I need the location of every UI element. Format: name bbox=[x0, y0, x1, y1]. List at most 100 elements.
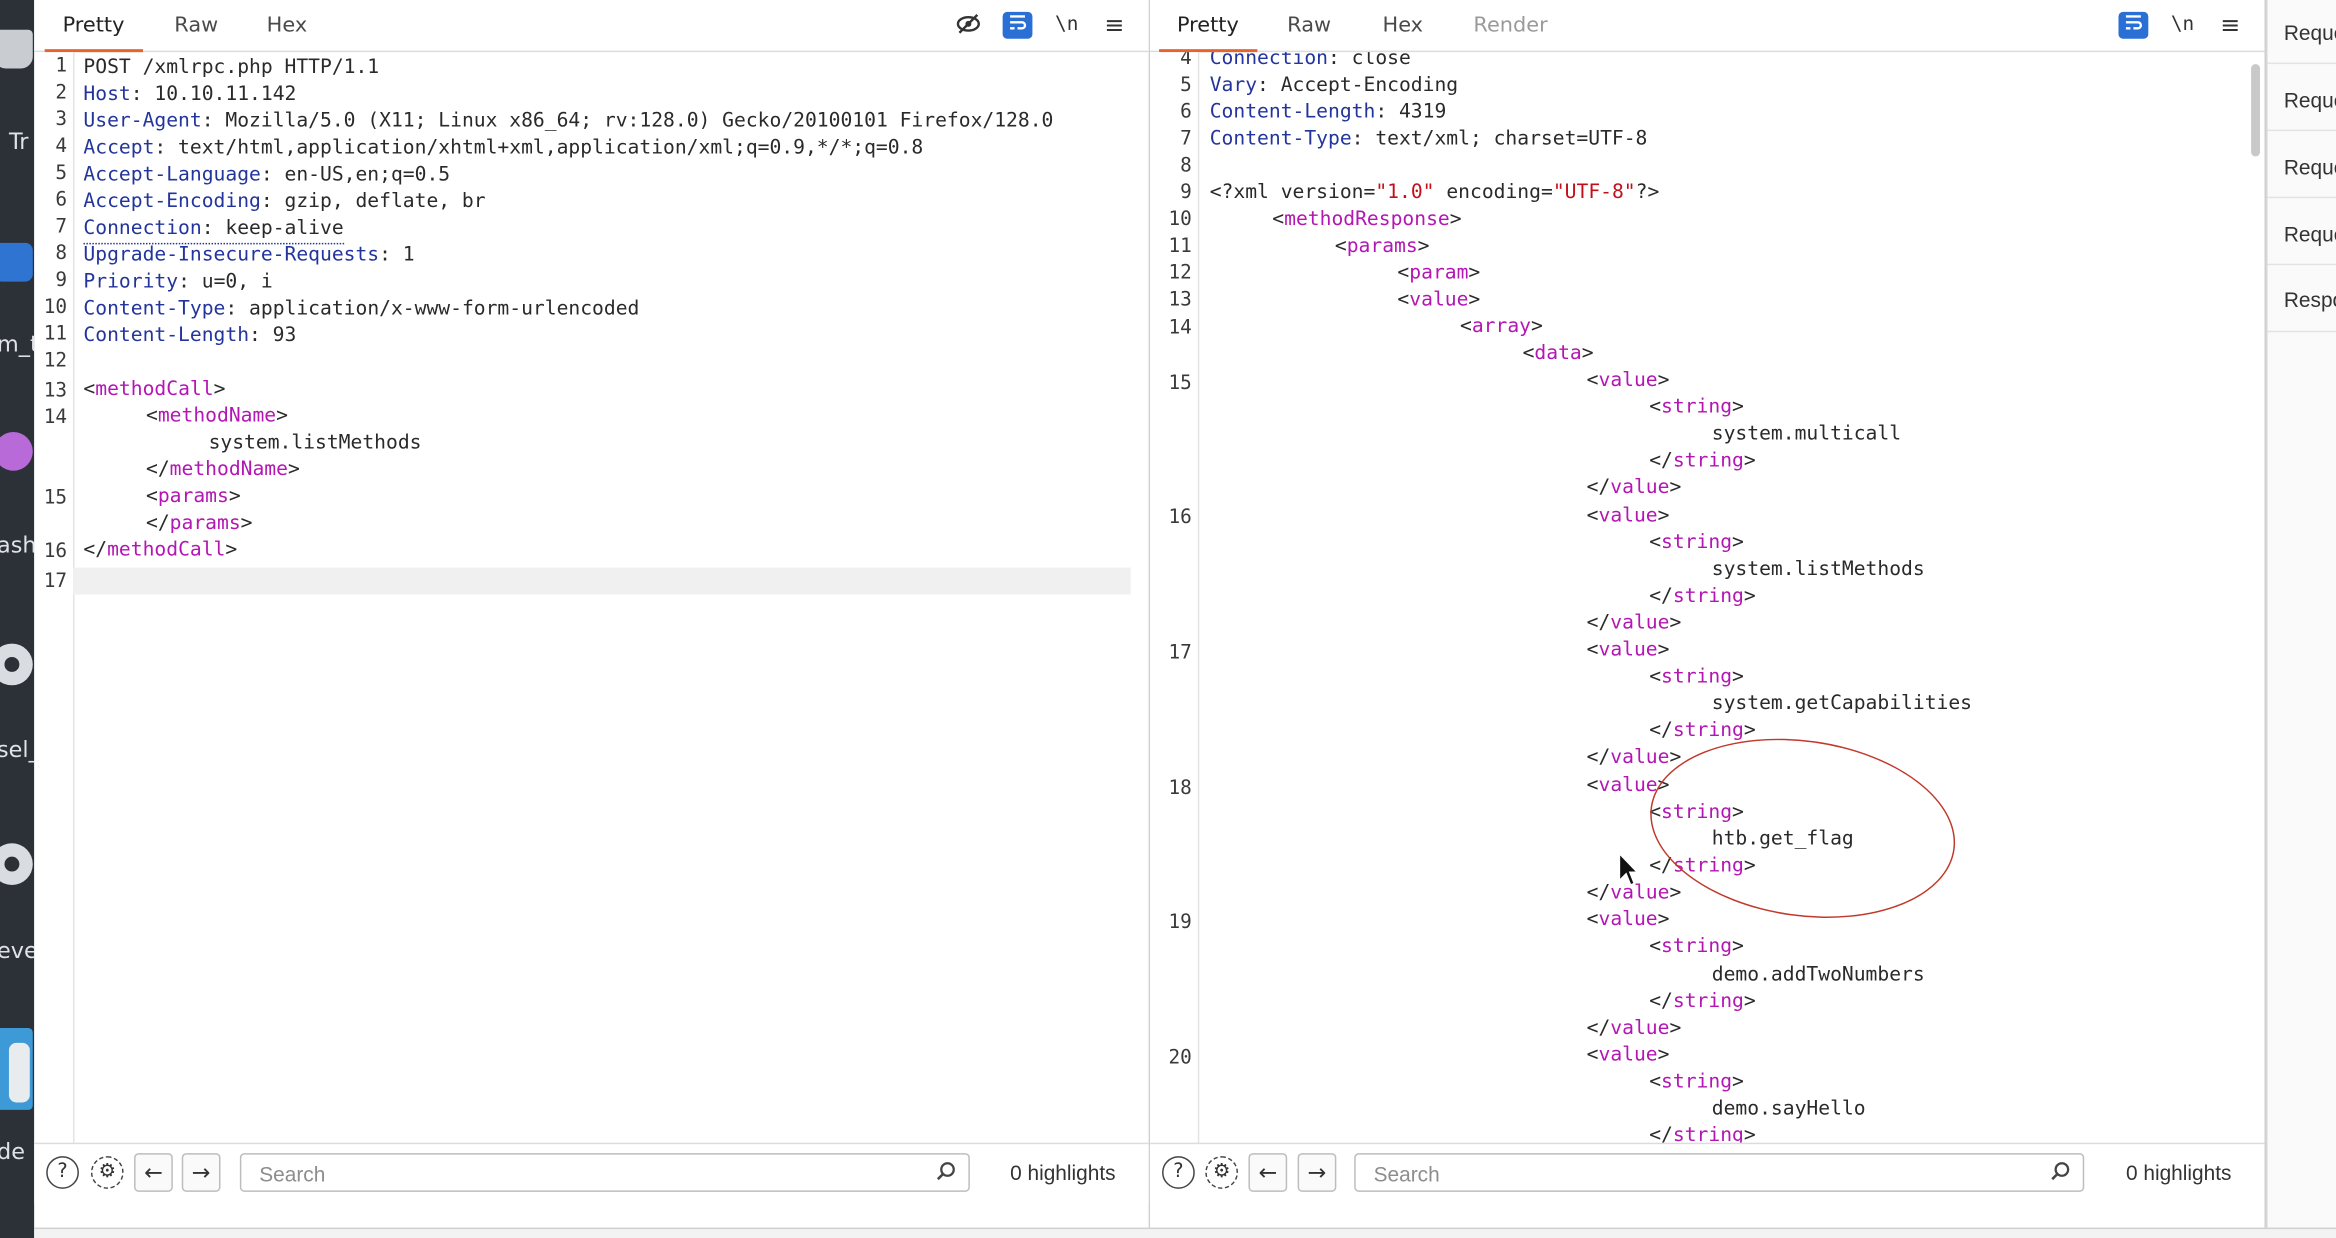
code-line: <params> bbox=[1334, 235, 1430, 258]
word-wrap-icon[interactable] bbox=[1002, 11, 1033, 39]
code-line: Content-Length: 4319 bbox=[1210, 100, 1447, 127]
sidebar-item-request-body[interactable]: Reque bbox=[2283, 154, 2336, 179]
header-value: : 10.10.11.142 bbox=[130, 83, 297, 106]
arrow-right-icon[interactable]: → bbox=[181, 1153, 221, 1192]
highlights-count: 0 highlights bbox=[2125, 1160, 2232, 1185]
desktop-strip: Tr m_t ash sel_ eve de bbox=[0, 0, 35, 1238]
xml-tag: methodCall bbox=[95, 378, 214, 401]
code-line: <value> bbox=[1586, 639, 1670, 662]
code-line: </value> bbox=[1586, 612, 1682, 635]
settings-file-icon[interactable] bbox=[0, 843, 33, 885]
search-icon[interactable] bbox=[936, 1161, 957, 1188]
code-line: </value> bbox=[1586, 881, 1682, 905]
gear-icon[interactable]: ⚙ bbox=[90, 1156, 124, 1189]
code-line: <value> bbox=[1586, 774, 1670, 798]
header-key: Content-Length bbox=[83, 324, 250, 348]
code-line: Connection: close bbox=[1210, 52, 1411, 73]
settings-file-icon[interactable] bbox=[0, 643, 33, 686]
tab-raw[interactable]: Raw bbox=[1287, 13, 1332, 38]
xml-attr-value: "1.0" bbox=[1375, 181, 1435, 205]
xml-tag: params bbox=[169, 512, 241, 535]
code-line: system.listMethods bbox=[208, 432, 422, 455]
word-wrap-icon[interactable] bbox=[2118, 11, 2149, 39]
folder-icon[interactable] bbox=[0, 242, 33, 282]
menu-icon[interactable]: ≡ bbox=[2220, 10, 2241, 39]
tab-hex[interactable]: Hex bbox=[1382, 13, 1424, 38]
line-number: 7 bbox=[1180, 128, 1192, 151]
line-number: 4 bbox=[1180, 52, 1192, 71]
arrow-left-icon[interactable]: ← bbox=[134, 1153, 173, 1192]
scrollbar[interactable] bbox=[2251, 64, 2261, 157]
code-line: <methodCall> bbox=[83, 378, 226, 401]
hide-whitespace-icon[interactable] bbox=[953, 12, 983, 39]
app-icon[interactable] bbox=[0, 432, 33, 471]
search-input[interactable] bbox=[256, 1156, 918, 1192]
xml-tag: params bbox=[1346, 235, 1418, 258]
header-value: : Accept-Encoding bbox=[1257, 74, 1459, 97]
gear-icon[interactable]: ⚙ bbox=[1205, 1156, 1239, 1189]
menu-icon[interactable]: ≡ bbox=[1104, 10, 1125, 39]
newline-toggle-icon[interactable]: \n bbox=[1055, 13, 1079, 36]
line-number: 10 bbox=[43, 296, 68, 319]
response-search-bar: ? ⚙ ← → 0 highlights bbox=[1150, 1142, 2265, 1204]
line-number: 10 bbox=[1168, 208, 1192, 231]
tab-raw[interactable]: Raw bbox=[174, 13, 219, 38]
request-tabbar: Pretty Raw Hex \n ≡ bbox=[34, 0, 1149, 53]
desktop-label: sel_ bbox=[0, 735, 34, 763]
newline-toggle-icon[interactable]: \n bbox=[2170, 13, 2195, 36]
search-field[interactable] bbox=[239, 1153, 970, 1192]
header-key: Content-Length bbox=[1209, 101, 1376, 124]
help-icon[interactable]: ? bbox=[1162, 1156, 1195, 1189]
code-line: <string> bbox=[1649, 801, 1744, 824]
search-field[interactable] bbox=[1354, 1153, 2085, 1192]
arrow-left-icon[interactable]: ← bbox=[1248, 1153, 1288, 1192]
tab-render[interactable]: Render bbox=[1473, 13, 1548, 38]
tab-pretty[interactable]: Pretty bbox=[44, 13, 142, 53]
code-line: <methodResponse> bbox=[1272, 208, 1462, 231]
sidebar-item-request-attributes[interactable]: Reque bbox=[2283, 20, 2336, 45]
response-editor[interactable]: 4 5 6 7 8 9 10 11 12 13 14 15 16 17 18 1… bbox=[1150, 52, 2264, 1146]
header-key: Accept bbox=[83, 137, 155, 160]
code-line: Host: 10.10.11.142 bbox=[83, 82, 296, 109]
sidebar-item-response-headers[interactable]: Respo bbox=[2283, 287, 2336, 312]
request-editor[interactable]: 1 2 3 4 5 6 7 8 9 10 11 12 13 14 15 16 1… bbox=[34, 52, 1148, 1146]
code-line: <string> bbox=[1649, 665, 1744, 689]
status-strip bbox=[34, 1227, 2336, 1238]
xml-tag: value bbox=[1409, 289, 1469, 312]
code-line: </methodName> bbox=[146, 458, 300, 482]
line-number: 6 bbox=[1180, 101, 1192, 124]
help-icon[interactable]: ? bbox=[46, 1156, 79, 1189]
desktop-label: m_t bbox=[0, 330, 34, 358]
header-value: : 4319 bbox=[1375, 101, 1447, 124]
search-input[interactable] bbox=[1370, 1156, 2033, 1192]
line-number: 5 bbox=[55, 162, 68, 185]
current-line-highlight bbox=[73, 567, 1131, 595]
code-line: Content-Type: text/xml; charset=UTF-8 bbox=[1210, 127, 1648, 154]
xml-tag: string bbox=[1672, 719, 1744, 742]
search-icon[interactable] bbox=[2050, 1161, 2071, 1188]
xml-tag: value bbox=[1610, 1017, 1670, 1040]
line-number: 1 bbox=[55, 55, 68, 78]
code-line: </string> bbox=[1649, 990, 1756, 1014]
code-line: </string> bbox=[1649, 585, 1756, 608]
arrow-right-icon[interactable]: → bbox=[1297, 1153, 1337, 1192]
header-value: : gzip, deflate, br bbox=[260, 190, 486, 214]
desktop-label: de bbox=[0, 1138, 25, 1166]
xml-tag: value bbox=[1610, 612, 1670, 635]
header-value: : application/x-www-form-urlencoded bbox=[225, 297, 640, 321]
code-line: Priority: u=0, i bbox=[83, 270, 272, 297]
xml-tag: string bbox=[1672, 855, 1744, 878]
method-name-value: htb.get_flag bbox=[1711, 828, 1854, 851]
trash-icon[interactable] bbox=[0, 29, 33, 69]
tab-pretty[interactable]: Pretty bbox=[1159, 13, 1256, 53]
xml-tag: value bbox=[1598, 908, 1658, 932]
tab-hex[interactable]: Hex bbox=[266, 13, 308, 38]
sidebar-item-request-query[interactable]: Reque bbox=[2283, 87, 2336, 112]
sidebar-item-request-headers[interactable]: Reque bbox=[2283, 221, 2336, 246]
code-line: <value> bbox=[1586, 1044, 1670, 1067]
xml-tag: data bbox=[1534, 342, 1582, 366]
xml-tag: value bbox=[1598, 774, 1658, 798]
code-line: </value> bbox=[1586, 1017, 1682, 1040]
response-panel: Pretty Raw Hex Render \n ≡ 4 5 6 7 8 9 1… bbox=[1150, 0, 2266, 1238]
xml-tag: string bbox=[1661, 531, 1733, 555]
